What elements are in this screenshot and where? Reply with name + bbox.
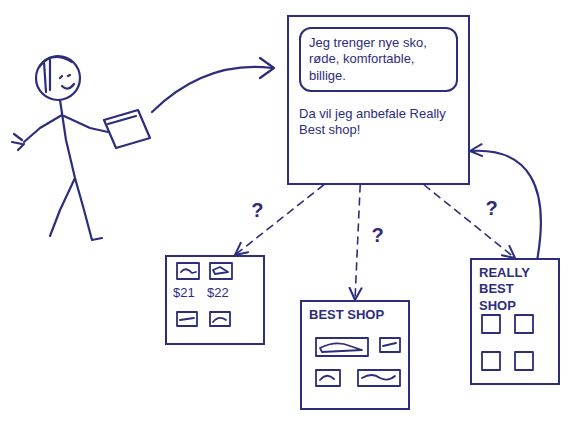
product-image [482,315,500,333]
shop-box: $21 $22 [165,255,265,345]
product-image [210,263,232,279]
figure-head [36,56,80,100]
node-text: BEST SHOP [309,307,384,323]
arrow-line [152,67,272,112]
edge-label: ? [484,197,500,219]
product-image [210,312,230,326]
shop-box: REALLY BEST SHOP [470,258,560,385]
shoe-sketch [181,269,196,273]
product-image [316,338,368,356]
speech-panel: Jeg trenger nye sko, røde, komfortable, … [287,15,470,185]
product-image [515,315,533,333]
figure-smile [62,84,74,89]
figure-left-arm [12,115,62,150]
figure-hair [40,57,72,92]
node-text: $22 [207,285,229,301]
shoe-sketch [320,343,362,352]
node-text: $21 [173,285,195,301]
figure-right-arm [64,116,108,132]
curved-arrow [470,151,541,258]
tablet [104,110,150,148]
product-image [177,263,199,279]
product-image [515,352,533,370]
arrow-head [260,58,274,78]
product-image [482,352,500,370]
shop-box: BEST SHOP [300,300,410,410]
dashed-arrow [424,185,515,258]
edge-label: ? [249,199,265,221]
product-image [358,370,400,386]
shoe-sketch [320,376,334,380]
shoe-sketch [362,375,395,380]
shoe-sketch [213,267,228,274]
node-text: REALLY BEST SHOP [479,265,553,314]
dashed-arrow [235,185,324,255]
figure-body [60,100,75,178]
product-image [177,312,197,326]
shoe-sketch [383,343,396,346]
figure-legs [50,178,102,240]
dashed-arrow [355,185,360,300]
node-text: Jeg trenger nye sko, røde, komfortable, … [309,35,448,84]
product-image [316,370,340,386]
request-bubble: Jeg trenger nye sko, røde, komfortable, … [299,27,458,92]
shoe-sketch [180,318,194,320]
product-image [380,338,400,352]
node-text: Da vil jeg anbefale Really Best shop! [299,106,458,139]
figure-eyes [60,75,70,78]
edge-label: ? [369,224,385,246]
shoe-sketch [213,318,226,322]
